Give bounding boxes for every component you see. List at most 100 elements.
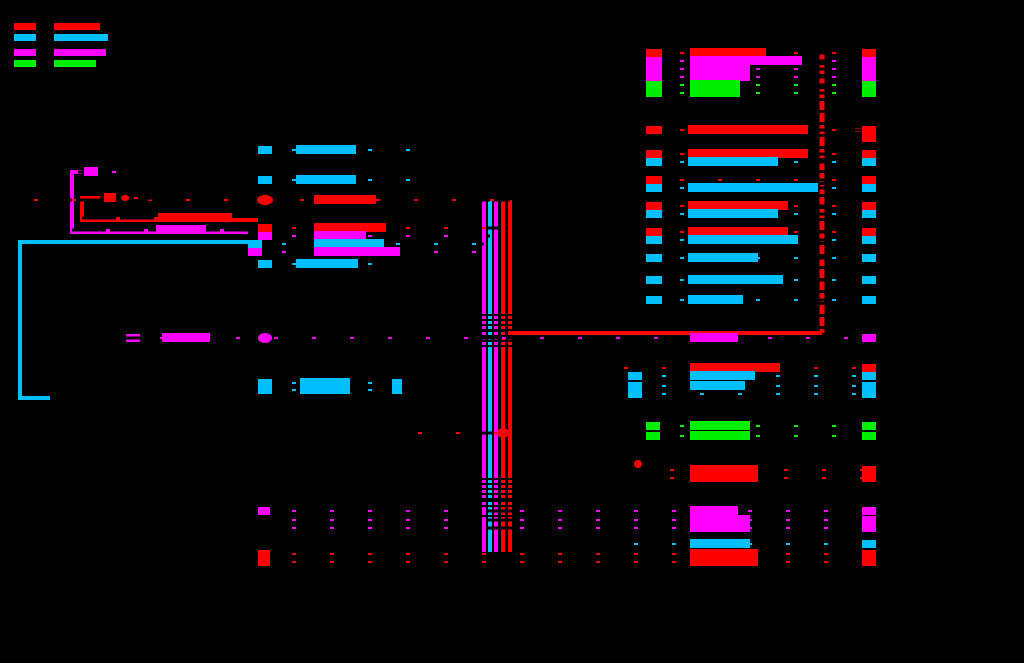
- trace-cap-right-r24: [862, 390, 876, 398]
- trace-cap-right-r43: [392, 379, 402, 387]
- trace-label-r10-0: [688, 157, 778, 166]
- trace-row: [646, 209, 876, 218]
- trace-cap-left-r11: [646, 176, 662, 184]
- trace-label-r02-0: [690, 56, 802, 65]
- trace-cap-right-r29: [862, 507, 876, 515]
- trace-label-r38-0: [314, 223, 386, 232]
- trace-cap-left-r44: [258, 386, 272, 394]
- trace-cap-left-r06: [646, 89, 662, 97]
- trace-cap-left-r15: [646, 228, 662, 236]
- trace-label-r40-0: [314, 239, 384, 248]
- legend: [14, 23, 108, 67]
- trace-cap-left-r12: [646, 184, 662, 192]
- trace-label-r32-0: [690, 539, 750, 548]
- trace-row: [258, 231, 490, 240]
- trace-cap-right-r14: [862, 210, 876, 218]
- trace-row: [72, 225, 248, 234]
- legend-swatch-legend-cyan: [14, 34, 36, 41]
- legend-swatch-legend-green: [14, 60, 36, 67]
- trace-label-r50-0: [162, 333, 210, 342]
- trace-cap-left-r22: [628, 372, 642, 380]
- trace-row: [636, 465, 876, 474]
- node-marker-n6: [121, 195, 129, 201]
- trace-label-r06-0: [690, 88, 740, 97]
- trace-cap-left-r03: [646, 65, 662, 73]
- trace-cap-left-r33: [258, 550, 270, 558]
- trace-row: [258, 523, 876, 532]
- trace-row: [646, 157, 876, 166]
- vertical-edge-bundle: [481, 200, 513, 552]
- trace-cap-left-r01: [646, 49, 662, 57]
- trace-label-r44-0: [300, 385, 350, 394]
- trace-cap-right-r17: [862, 254, 876, 262]
- trace-cap-left-r35: [258, 146, 272, 154]
- trace-cap-right-r10: [862, 158, 876, 166]
- trace-label-r25-0: [690, 421, 750, 430]
- trace-label-r16-0: [688, 235, 798, 244]
- route-lr3: [18, 240, 258, 400]
- node-marker-n2: [258, 333, 272, 343]
- trace-cap-right-r31: [862, 524, 876, 532]
- trace-row: [258, 557, 876, 566]
- trace-cap-left-r43: [258, 379, 272, 387]
- trace-label-r31-0: [690, 523, 750, 532]
- trace-cap-right-r03: [862, 65, 876, 73]
- trace-label-r28-0: [690, 473, 758, 482]
- trace-row: [600, 539, 876, 548]
- trace-cap-left-r02: [646, 57, 662, 65]
- trace-row: [646, 125, 876, 134]
- trace-cap-right-r25: [862, 422, 876, 430]
- trace-cap-left-r23: [628, 382, 642, 390]
- trace-label-r41-0: [314, 247, 400, 256]
- trace-cap-right-r09: [862, 150, 876, 158]
- trace-cap-left-r38: [258, 224, 272, 232]
- trace-row: [100, 193, 160, 202]
- node-marker-n1: [257, 195, 273, 205]
- trace-cap-left-r13: [646, 202, 662, 210]
- trace-row: [646, 201, 876, 210]
- trace-label-r19-0: [688, 295, 743, 304]
- trace-row: [646, 235, 876, 244]
- trace-row: [628, 371, 876, 380]
- trace-row: [646, 421, 876, 430]
- trace-cap-left-r24: [628, 390, 642, 398]
- trace-cap-right-r34: [862, 558, 876, 566]
- trace-label-r48-0: [158, 213, 232, 222]
- trace-cap-right-r28: [862, 474, 876, 482]
- node-marker-group: [121, 132, 872, 468]
- trace-cap-left-r07: [646, 126, 662, 134]
- trace-cap-right-r32: [862, 540, 876, 548]
- trace-label-r35-0: [296, 145, 356, 154]
- trace-label-r14-0: [688, 209, 778, 218]
- trace-label-r27-0: [690, 465, 758, 474]
- trace-row: [646, 88, 876, 97]
- trace-cap-left-r26: [646, 432, 660, 440]
- trace-label-r12-0: [688, 183, 818, 192]
- trace-cap-right-r01: [862, 49, 876, 57]
- trace-label-r37-0: [314, 195, 376, 204]
- trace-label-r03-0: [690, 64, 750, 73]
- trace-label-r43-0: [300, 378, 350, 387]
- trace-cap-left-r04: [646, 73, 662, 81]
- trace-label-r30-0: [690, 515, 750, 524]
- trace-cap-left-r39: [258, 232, 272, 240]
- trace-row: [646, 72, 876, 81]
- trace-label-r34-0: [690, 557, 758, 566]
- trace-row: [646, 80, 876, 89]
- trace-label-r05-0: [690, 80, 740, 89]
- trace-row: [78, 167, 130, 176]
- trace-cap-left-r42: [258, 260, 272, 268]
- trace-cap-left-r18: [646, 276, 662, 284]
- trace-cap-right-r07: [862, 126, 876, 134]
- trace-label-r33-0: [690, 549, 758, 558]
- trace-label-r23-0: [690, 381, 745, 390]
- trace-cap-right-r11: [862, 176, 876, 184]
- trace-cap-left-r10: [646, 158, 662, 166]
- legend-swatch-legend-magenta: [14, 49, 36, 56]
- trace-cap-left-r40: [248, 240, 262, 248]
- trace-row: [248, 239, 484, 248]
- trace-cap-right-r30: [862, 516, 876, 524]
- trace-row: [258, 378, 402, 387]
